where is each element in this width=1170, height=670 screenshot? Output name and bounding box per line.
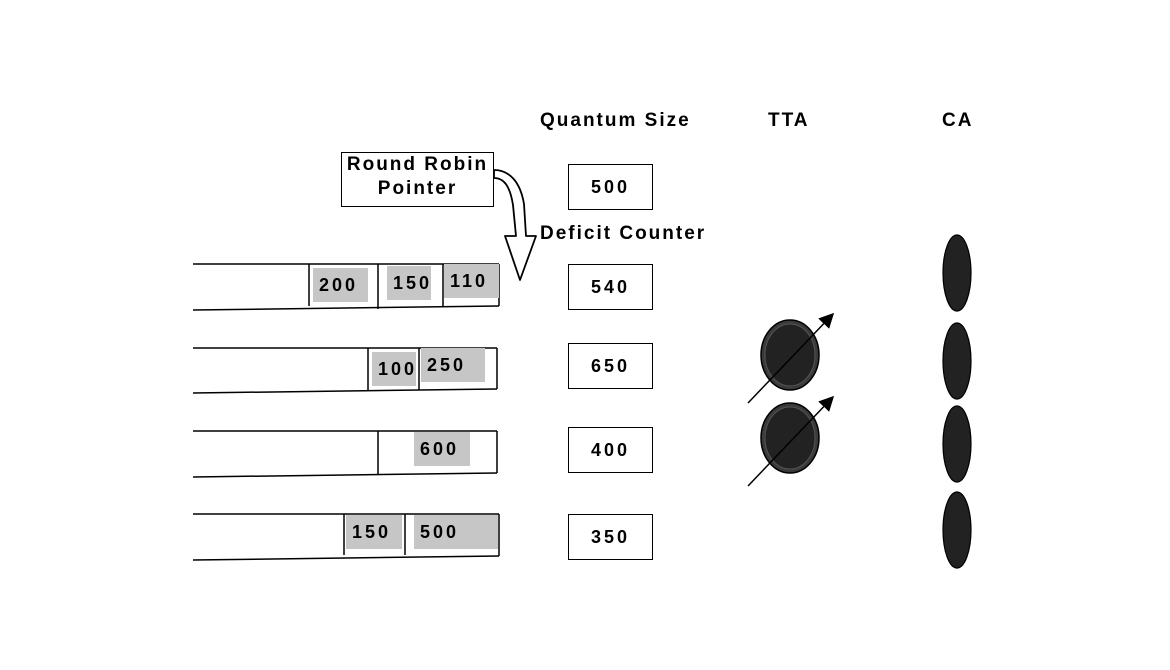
deficit-counter-box-3: 400 xyxy=(568,427,653,473)
tta-header: TTA xyxy=(768,110,810,131)
deficit-counter-box-1: 540 xyxy=(568,264,653,310)
packet: 100 xyxy=(372,352,416,386)
pointer-label-line1: Round Robin xyxy=(346,154,489,175)
ca-node xyxy=(942,322,972,400)
queue-3-outline xyxy=(192,430,498,478)
deficit-counter-box-4: 350 xyxy=(568,514,653,560)
quantum-size-box: 500 xyxy=(568,164,653,210)
packet: 110 xyxy=(444,264,499,298)
packet: 500 xyxy=(414,515,498,549)
packet: 150 xyxy=(346,515,402,549)
quantum-size-header: Quantum Size xyxy=(540,110,691,131)
round-robin-arrow xyxy=(493,169,537,281)
pointer-label-line2: Pointer xyxy=(377,178,458,199)
tta-arrow xyxy=(747,395,835,487)
packet: 600 xyxy=(414,432,470,466)
packet: 250 xyxy=(421,348,485,382)
tta-nodes xyxy=(747,312,835,487)
packet: 150 xyxy=(387,266,431,300)
ca-node xyxy=(942,405,972,483)
deficit-counter-box-2: 650 xyxy=(568,343,653,389)
tta-node xyxy=(747,395,835,487)
ca-nodes xyxy=(942,234,972,569)
ca-node xyxy=(942,234,972,312)
queue-4-outline xyxy=(192,513,500,561)
tta-node xyxy=(747,312,835,404)
ca-node xyxy=(942,491,972,569)
round-robin-pointer-box: Round Robin Pointer xyxy=(341,152,494,207)
ca-header: CA xyxy=(942,110,974,131)
packet: 200 xyxy=(313,268,368,302)
tta-arrow xyxy=(747,312,835,404)
deficit-counter-label: Deficit Counter xyxy=(540,223,707,245)
